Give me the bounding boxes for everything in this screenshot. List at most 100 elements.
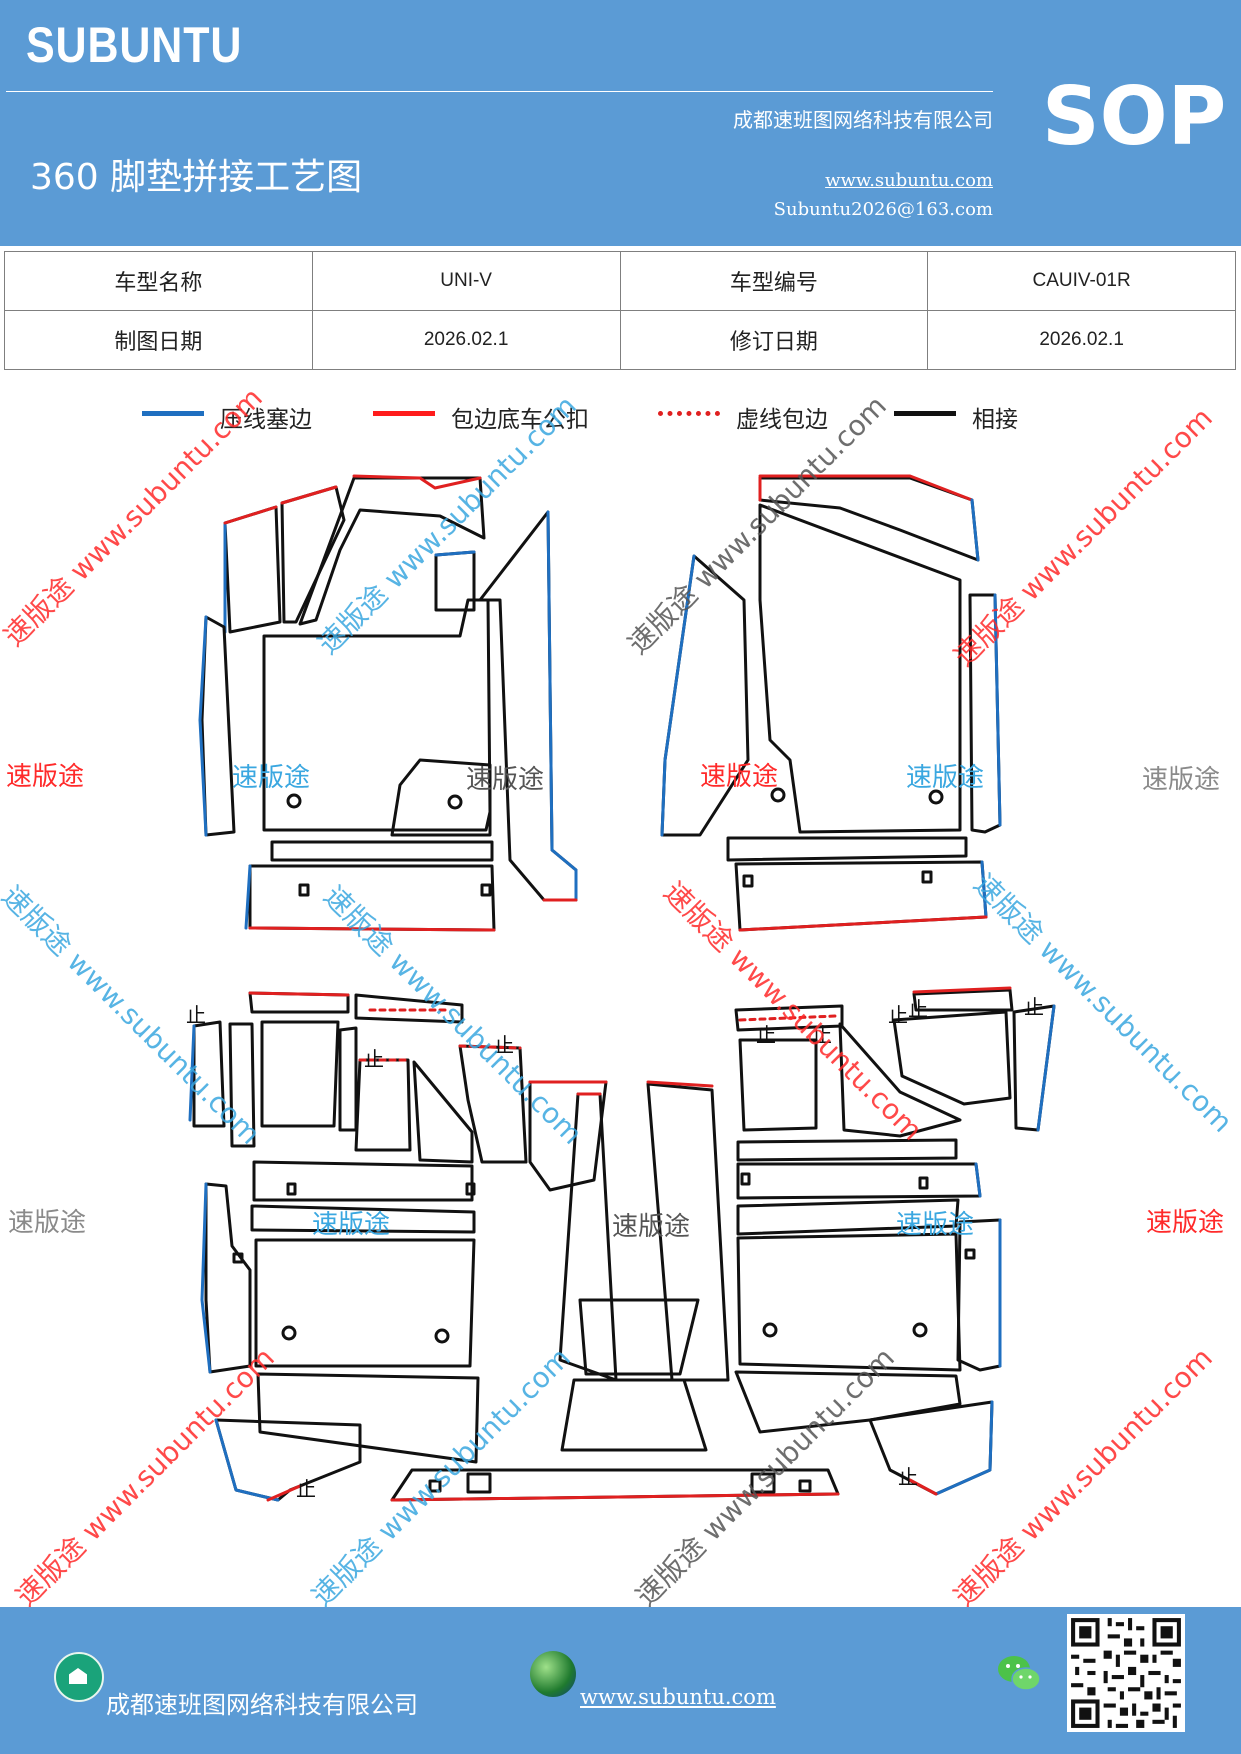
value-model-code: CAUIV-01R <box>927 251 1236 311</box>
qr-code <box>1067 1614 1185 1732</box>
mat-piece <box>252 1160 474 1202</box>
watermark-text: 速版途 <box>232 763 311 793</box>
mat-piece <box>412 1060 474 1164</box>
table-row: 车型名称 UNI-V 车型编号 CAUIV-01R <box>4 251 1236 311</box>
stop-mark: 止 <box>898 1465 918 1489</box>
stop-mark: 止 <box>186 1003 206 1027</box>
mat-piece <box>298 476 486 626</box>
mat-piece <box>262 598 492 832</box>
brand-logo: SUBUNTU <box>26 17 243 73</box>
footer-company-name: 成都速班图网络科技有限公司 <box>106 1691 418 1719</box>
label-model-name: 车型名称 <box>4 251 313 311</box>
watermark-text: 速版途 <box>906 763 985 793</box>
mat-piece <box>646 1082 730 1382</box>
mat-piece <box>270 840 494 862</box>
stop-mark: 止 <box>296 1477 316 1501</box>
mat-piece <box>1012 1004 1056 1132</box>
footer-banner: 成都速班图网络科技有限公司 www.subuntu.com <box>0 1607 1241 1754</box>
legend-item-dotted-edge: 虚线包边 <box>658 400 828 434</box>
mat-piece <box>200 615 236 837</box>
label-draw-date: 制图日期 <box>4 310 313 370</box>
mat-piece <box>250 1204 476 1234</box>
stop-mark: 止 <box>494 1033 514 1057</box>
mat-piece <box>354 993 464 1024</box>
mat-piece <box>838 1022 962 1138</box>
legend-item-wrapped-edge: 包边底车公扣 <box>373 400 589 434</box>
document-title: 360 脚垫拼接工艺图 <box>30 157 363 198</box>
mat-piece <box>338 1026 358 1132</box>
watermark-text: 速版途 <box>8 1208 87 1238</box>
value-model-name: UNI-V <box>311 251 621 311</box>
company-name: 成都速班图网络科技有限公司 <box>733 108 993 132</box>
mat-piece <box>192 1020 226 1128</box>
vehicle-info-table: 车型名称 UNI-V 车型编号 CAUIV-01R 制图日期 2026.02.1… <box>4 251 1236 370</box>
table-row: 制图日期 2026.02.1 修订日期 2026.02.1 <box>4 310 1236 370</box>
globe-icon <box>530 1651 576 1697</box>
mat-piece <box>223 505 282 634</box>
email-address: Subuntu2026@163.com <box>773 199 993 220</box>
mat-piece <box>204 1182 252 1374</box>
home-icon <box>54 1652 104 1702</box>
floor-mat-pattern-drawing: 止 止 止 止 止 止 止 止 止 止 <box>186 474 1056 1502</box>
stop-mark: 止 <box>1024 995 1044 1019</box>
stop-mark: 止 <box>756 1023 776 1047</box>
watermark-text: 速版途 <box>6 762 85 792</box>
mat-piece <box>260 1020 340 1128</box>
header-divider <box>6 91 993 92</box>
stop-mark: 止 <box>888 1003 908 1027</box>
legend: 压线塞边 包边底车公扣 虚线包边 相接 <box>0 400 1241 440</box>
mat-piece <box>912 988 1014 1012</box>
legend-label: 压线塞边 <box>220 407 312 433</box>
mat-piece <box>726 836 968 862</box>
watermark-text: 速版途 <box>612 1212 691 1242</box>
sop-badge: SOP <box>1042 70 1227 163</box>
legend-label: 相接 <box>972 407 1018 433</box>
legend-label: 包边底车公扣 <box>451 407 589 433</box>
legend-swatch <box>142 410 204 416</box>
footer-website-link[interactable]: www.subuntu.com <box>580 1685 776 1709</box>
watermark-text: 速版途 <box>700 762 779 792</box>
mat-piece <box>736 1232 962 1372</box>
header-banner: SUBUNTU 成都速班图网络科技有限公司 360 脚垫拼接工艺图 www.su… <box>0 0 1241 246</box>
label-revise-date: 修订日期 <box>619 310 929 370</box>
mat-piece <box>738 1038 818 1132</box>
mat-piece <box>560 1378 708 1452</box>
legend-swatch <box>658 410 720 416</box>
mat-piece <box>478 510 578 902</box>
mat-piece <box>354 1058 412 1152</box>
watermark-text: 速版途 <box>896 1210 975 1240</box>
mat-piece <box>228 1022 256 1148</box>
watermark-text: 速版途 <box>466 765 545 795</box>
mat-piece <box>254 1238 476 1368</box>
stop-mark: 止 <box>908 997 928 1021</box>
mat-piece <box>736 1162 982 1200</box>
value-draw-date: 2026.02.1 <box>311 310 621 370</box>
legend-swatch <box>894 410 956 416</box>
website-link[interactable]: www.subuntu.com <box>825 170 993 191</box>
mat-piece <box>758 476 980 562</box>
mat-piece <box>256 1372 480 1464</box>
legend-item-joined: 相接 <box>894 400 1018 434</box>
mat-piece <box>758 503 962 834</box>
stop-mark: 止 <box>812 1023 832 1047</box>
mat-piece <box>956 1218 1002 1372</box>
watermark-text: 速版途 <box>1146 1208 1225 1238</box>
mat-piece <box>736 1198 960 1236</box>
label-model-code: 车型编号 <box>619 251 929 311</box>
mat-piece <box>214 1418 362 1502</box>
watermark-text: 速版途 <box>1142 765 1221 795</box>
mat-piece <box>578 1298 700 1376</box>
mat-piece <box>968 593 1002 834</box>
mat-piece <box>280 485 346 624</box>
stop-mark: 止 <box>364 1047 384 1071</box>
mat-piece <box>892 1010 1012 1106</box>
mat-piece <box>868 1400 994 1496</box>
mat-piece <box>390 758 492 837</box>
value-revise-date: 2026.02.1 <box>927 310 1236 370</box>
legend-item-pressed-edge: 压线塞边 <box>142 400 312 434</box>
legend-swatch <box>373 410 435 416</box>
watermark-text: 速版途 <box>312 1210 391 1240</box>
legend-label: 虚线包边 <box>736 407 828 433</box>
wechat-icon[interactable] <box>996 1653 1042 1695</box>
mat-piece <box>736 1138 958 1162</box>
